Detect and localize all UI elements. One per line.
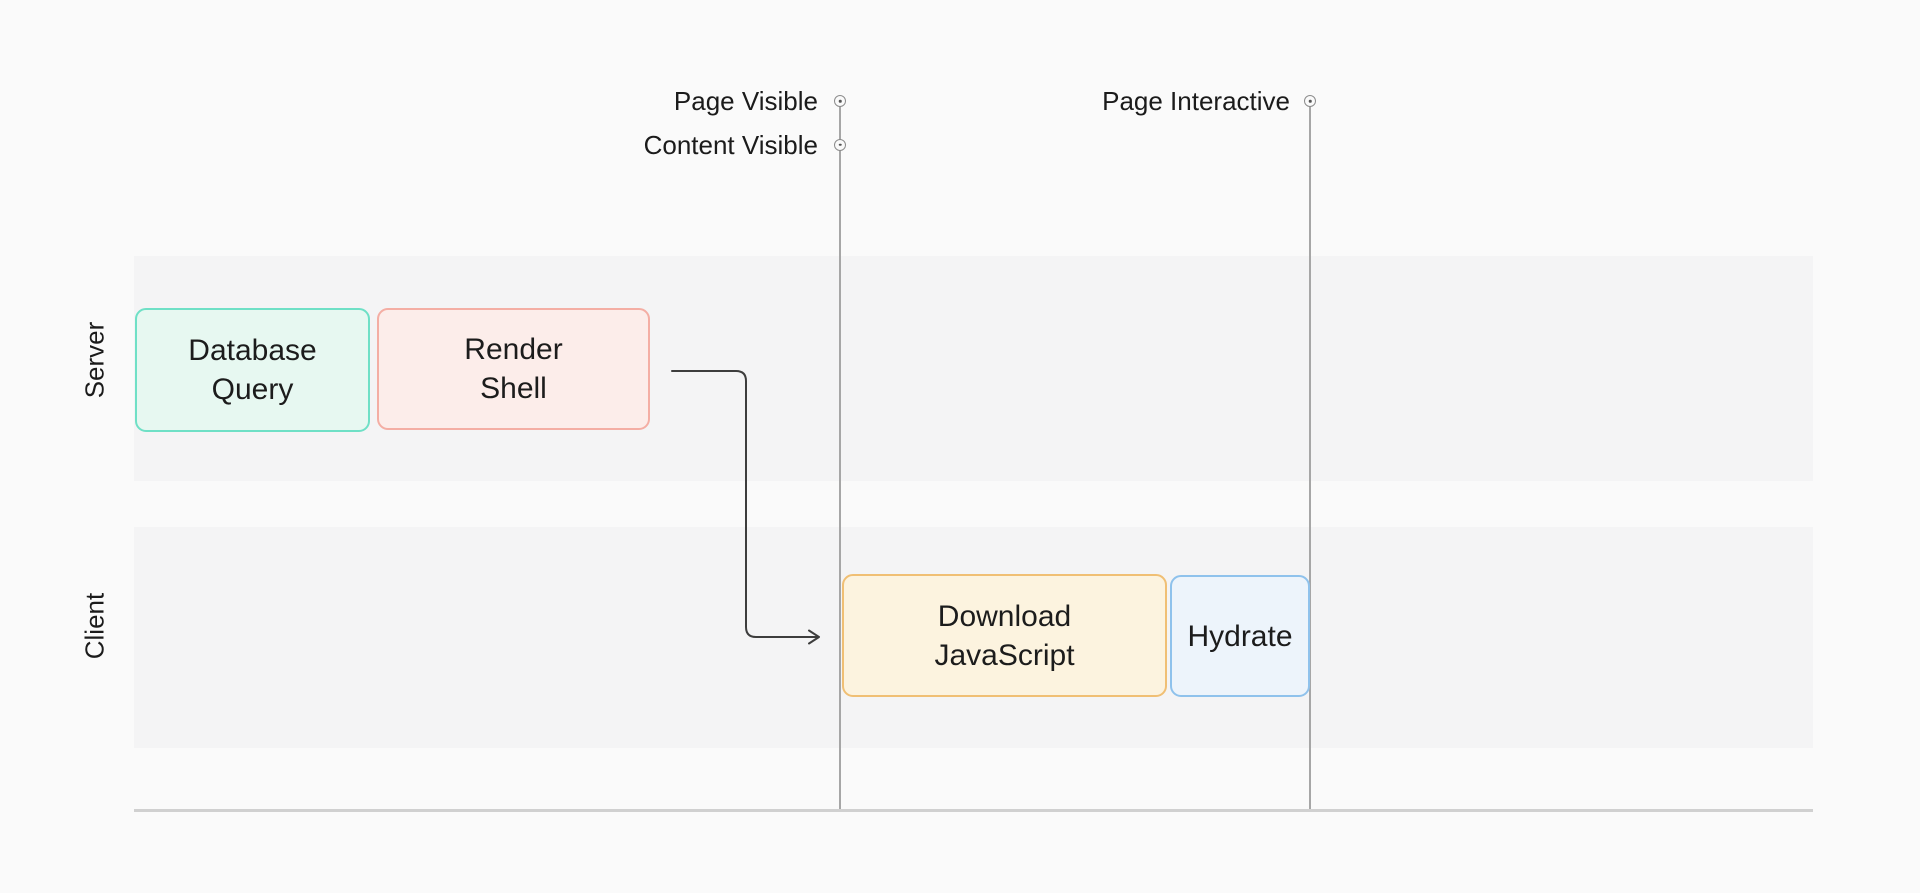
page-visible-label: Page Visible: [673, 86, 818, 116]
database-query-label-line1: Database: [188, 334, 317, 367]
content-visible-marker-icon: [834, 138, 846, 151]
client-lane-label: Client: [79, 592, 110, 660]
page-interactive-marker-icon: [1304, 95, 1316, 107]
download-javascript-box: Download JavaScript: [842, 574, 1167, 697]
server-lane-label: Server: [79, 321, 110, 399]
render-shell-label-line1: Render: [464, 333, 563, 366]
download-javascript-label-line2: JavaScript: [934, 638, 1075, 672]
page-visible-milestone-line: [839, 101, 841, 810]
download-javascript-label-line1: Download: [937, 599, 1072, 633]
render-shell-box: Render Shell: [377, 308, 650, 430]
page-interactive-milestone-line: [1309, 101, 1311, 810]
database-query-label-line2: Query: [211, 373, 294, 406]
page-visible-marker-icon: [834, 95, 846, 107]
page-interactive-label: Page Interactive: [1102, 86, 1290, 116]
render-shell-label-line2: Shell: [480, 372, 547, 405]
timeline-axis-line: [134, 809, 1813, 812]
database-query-box: Database Query: [135, 308, 370, 432]
content-visible-label: Content Visible: [643, 130, 818, 160]
hydrate-box: Hydrate: [1170, 575, 1310, 697]
hydrate-label: Hydrate: [1187, 619, 1293, 653]
